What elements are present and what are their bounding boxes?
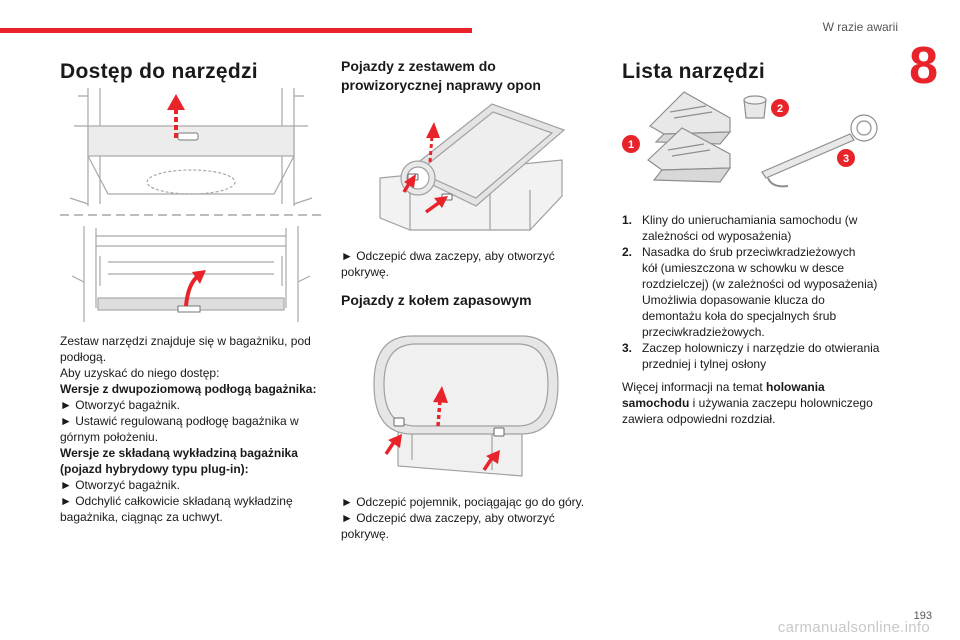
callout-badge — [837, 149, 855, 167]
item-line: Zaczep holowniczy i narzędzie do otwiera… — [642, 341, 880, 355]
body-line: bagażnika, ciągnąc za uchwyt. — [60, 510, 223, 524]
tools-list: 1. Kliny do unieruchamiania samochodu (w… — [622, 212, 902, 372]
release-arrow-icon — [404, 174, 416, 188]
item-number: 2. — [622, 245, 633, 259]
chapter-number: 8 — [909, 37, 938, 95]
body-line: Zestaw narzędzi znajduje się w bagażniku… — [60, 334, 311, 348]
floor-handle-icon — [177, 132, 199, 141]
trunk-floor-illustration — [60, 88, 322, 322]
subheading: (pojazd hybrydowy typu plug-in): — [60, 462, 249, 476]
item-line: przeciwkradzieżowych. — [642, 325, 765, 339]
col2-text2: ► Odczepić pojemnik, pociągając go do gó… — [341, 494, 601, 542]
tools-list-item: 3. Zaczep holowniczy i narzędzie do otwi… — [622, 340, 902, 372]
instruction-line: ► Otworzyć bagażnik. — [60, 398, 180, 412]
col3-title: Lista narzędzi — [622, 60, 766, 83]
instruction-line: ► Otworzyć bagażnik. — [60, 478, 180, 492]
item-line: demontażu koła do specjalnych śrub — [642, 309, 837, 323]
body-line: podłogą. — [60, 350, 107, 364]
col2-title-spare-wheel: Pojazdy z kołem zapasowym — [341, 292, 532, 308]
item-line: Kliny do unieruchamiania samochodu (w — [642, 213, 858, 227]
tools-list-block: 1. Kliny do unieruchamiania samochodu (w… — [622, 212, 902, 372]
item-line: kół (umieszczona w schowku w desce — [642, 261, 845, 275]
subheading: Wersje z dwupoziomową podłogą bagażnika: — [60, 382, 317, 396]
release-arrow-icon — [486, 450, 500, 464]
pull-up-arrow-icon — [167, 94, 185, 110]
body-line: pokrywę. — [341, 265, 390, 279]
tools-list-item: 2. Nasadka do śrub przeciwkradzieżowych … — [622, 244, 902, 340]
repair-kit-cover-illustration — [379, 103, 566, 231]
callout-number: 1 — [628, 139, 634, 151]
item-number: 1. — [622, 213, 633, 227]
callout-number: 3 — [843, 153, 849, 165]
release-arrow-icon — [434, 196, 448, 208]
instruction-line: ► Odczepić pojemnik, pociągając go do gó… — [341, 495, 585, 509]
header-accent-bar — [0, 28, 472, 33]
lift-arrow-icon — [192, 270, 206, 284]
col2-title-repair-kit: Pojazdy z zestawem do prowizorycznej nap… — [341, 58, 541, 93]
instruction-line: ► Ustawić regulowaną podłogę bagażnika w — [60, 414, 299, 428]
item-line: Umożliwia dopasowanie klucza do — [642, 293, 825, 307]
callout-badge — [622, 135, 640, 153]
note-text: i używania zaczepu holowniczego zawiera … — [622, 396, 873, 426]
body-line: górnym położeniu. — [60, 430, 159, 444]
col2-text1: ► Odczepić dwa zaczepy, aby otworzyć pok… — [341, 248, 601, 280]
body-line: pokrywę. — [341, 527, 390, 541]
subheading: Wersje ze składaną wykładziną bagażnika — [60, 446, 298, 460]
callout-number: 2 — [777, 103, 783, 115]
instruction-line: ► Odczepić dwa zaczepy, aby otworzyć — [341, 249, 555, 263]
towing-note: Więcej informacji na temat holowania sam… — [622, 379, 892, 427]
item-line: rozdzielczej) (w zależności od wyposażen… — [642, 277, 878, 291]
page-number: 193 — [913, 610, 932, 622]
item-line: zależności od wyposażenia) — [642, 229, 792, 243]
watermark: carmanualsonline.info — [777, 619, 930, 636]
item-line: Nasadka do śrub przeciwkradzieżowych — [642, 245, 856, 259]
tools-list-item: 1. Kliny do unieruchamiania samochodu (w… — [622, 212, 902, 244]
release-arrow-icon — [388, 434, 402, 448]
item-line: przedniej i tylnej osłony — [642, 357, 767, 371]
lift-arrow-icon — [426, 122, 440, 138]
col1-title: Dostęp do narzędzi — [60, 60, 258, 83]
section-title: W razie awarii — [822, 20, 898, 34]
spare-wheel-cover-illustration — [373, 335, 559, 477]
col1-body: Zestaw narzędzi znajduje się w bagażniku… — [60, 333, 330, 525]
note-text: Więcej informacji na temat — [622, 380, 767, 394]
note-bold-link-text: holowania samochodu — [622, 380, 825, 410]
tools-illustration: 1 2 3 — [622, 91, 878, 188]
item-number: 3. — [622, 341, 633, 355]
body-line: Aby uzyskać do niego dostęp: — [60, 366, 220, 380]
lift-arrow-icon — [433, 386, 448, 403]
callout-badge — [771, 99, 789, 117]
instruction-line: ► Odczepić dwa zaczepy, aby otworzyć — [341, 511, 555, 525]
instruction-line: ► Odchylić całkowicie składaną wykładzin… — [60, 494, 293, 508]
